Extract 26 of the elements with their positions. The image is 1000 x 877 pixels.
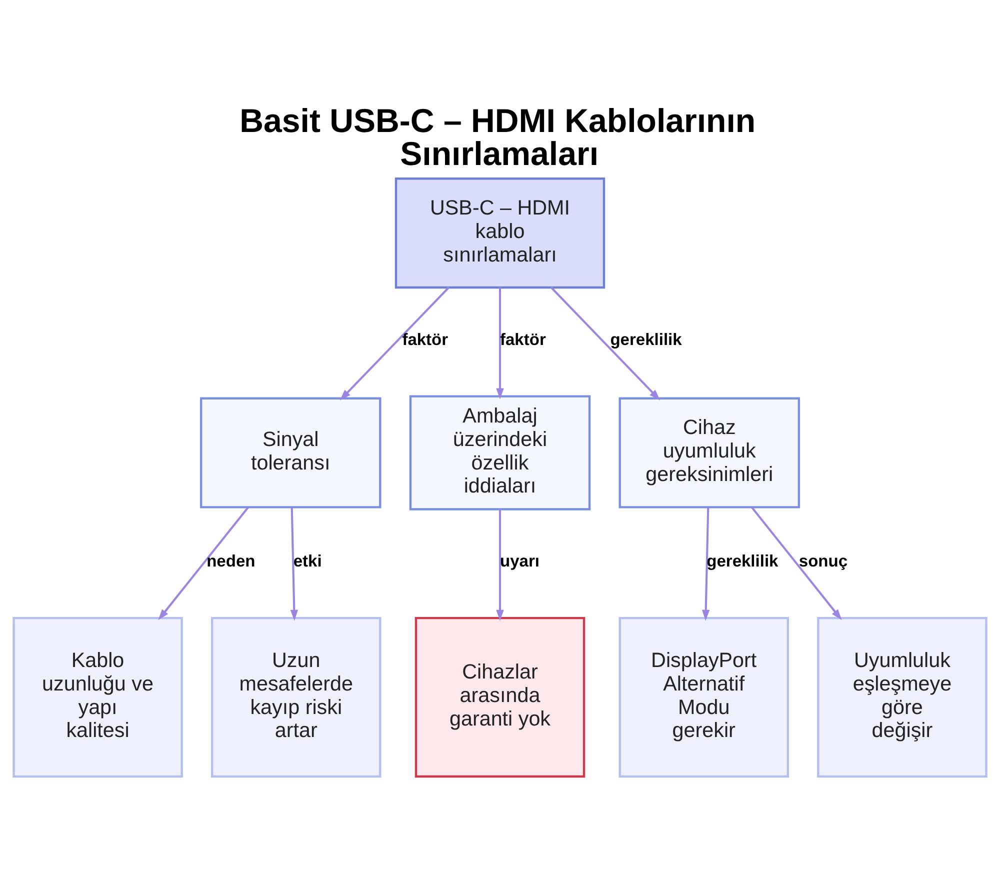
arrow <box>702 506 710 620</box>
edge-label: gereklilik <box>610 329 682 348</box>
arrow <box>290 506 298 620</box>
node-box: USB-C – HDMI kablo sınırlamaları <box>394 177 606 288</box>
edge-label: etki <box>293 551 322 570</box>
arrow <box>158 506 250 620</box>
arrow <box>340 286 450 400</box>
node-box: Kablo uzunluğu ve yapı kalitesi <box>12 616 183 778</box>
edge-label: gereklilik <box>706 551 778 570</box>
arrow <box>496 509 504 620</box>
arrow <box>550 286 660 400</box>
node-box: Ambalaj üzerindeki özellik iddiaları <box>409 394 591 510</box>
node-box: Uyumluluk eşleşmeye göre değişir <box>817 616 988 778</box>
diagram-title: Basit USB-C – HDMI Kablolarının Sınırlamaları <box>240 102 756 173</box>
arrow <box>750 506 842 620</box>
node-box: Sinyal toleransı <box>200 396 382 508</box>
edge-label: faktör <box>500 329 546 348</box>
edge-label: sonuç <box>798 551 848 570</box>
arrow <box>496 287 504 399</box>
node-box: Uzun mesafelerde kayıp riski artar <box>211 616 382 778</box>
edge-label: uyarı <box>500 551 540 570</box>
node-box: Cihaz uyumluluk gereksinimleri <box>618 396 800 508</box>
node-box: Cihazlar arasında garanti yok <box>414 616 586 778</box>
edge-label: faktör <box>402 329 448 348</box>
edge-label: neden <box>206 551 256 570</box>
node-box: DisplayPort Alternatif Modu gerekir <box>618 616 789 778</box>
